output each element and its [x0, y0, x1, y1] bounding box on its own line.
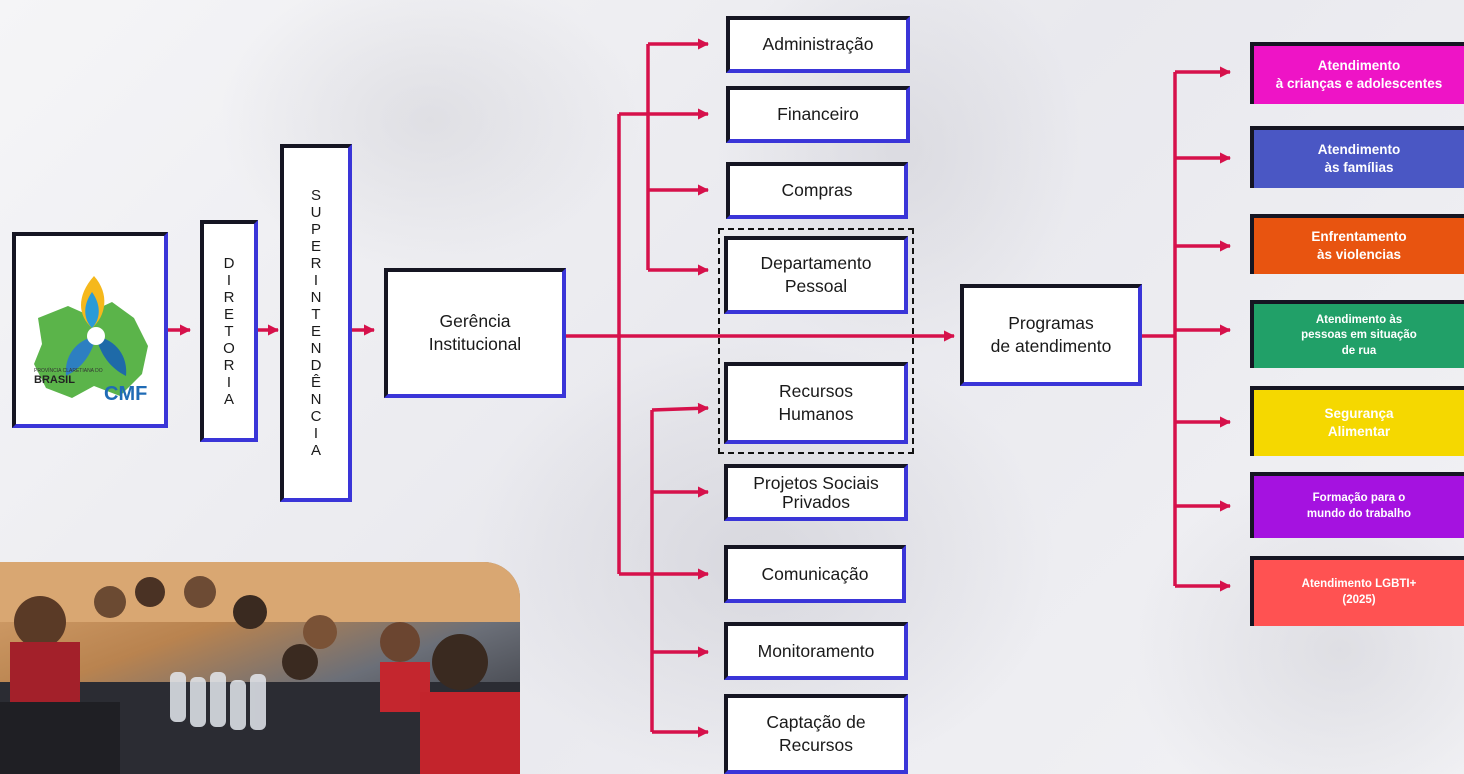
logo-province-text: PROVÍNCIA CLARETIANA DO	[34, 367, 103, 374]
superintendencia-label: SUPERINTENDÊNCIA	[307, 187, 325, 459]
dept-projetos-sociais: Projetos Sociais Privados	[724, 464, 908, 521]
dept-recursos-humanos: Recursos Humanos	[724, 362, 908, 444]
program-seguranca-line-1: Segurança	[1324, 405, 1394, 421]
dept-monitoramento-label: Monitoramento	[757, 640, 875, 661]
dept-recursos-humanos-line-2: Humanos	[778, 404, 854, 424]
program-lgbti-line-1: Atendimento LGBTI+	[1301, 578, 1417, 591]
dept-captacao-line-2: Recursos	[779, 735, 853, 755]
dept-comunicacao: Comunicação	[724, 545, 906, 603]
logo-cmf-text: CMF	[104, 383, 147, 405]
dept-financeiro: Financeiro	[726, 86, 910, 143]
program-criancas: Atendimento à crianças e adolescentes	[1250, 42, 1464, 104]
dept-departamento-pessoal: Departamento Pessoal	[724, 236, 908, 314]
program-seguranca-line-2: Alimentar	[1327, 424, 1391, 439]
program-lgbti-line-2: (2025)	[1342, 594, 1376, 606]
program-situacao-rua-line-3: de rua	[1341, 344, 1377, 357]
gerencia-line-1: Gerência	[439, 311, 511, 332]
dept-departamento-pessoal-line-2: Pessoal	[784, 276, 848, 296]
dashed-group-outline	[718, 228, 914, 454]
dept-comunicacao-label: Comunicação	[761, 563, 869, 584]
program-familias-line-1: Atendimento	[1317, 141, 1401, 157]
dept-financeiro-label: Financeiro	[777, 104, 859, 125]
program-trabalho-line-1: Formação para o	[1312, 492, 1406, 505]
children-photo	[0, 562, 520, 774]
dept-captacao-line-1: Captação de	[766, 712, 866, 733]
programas-line-2: de atendimento	[990, 336, 1112, 356]
programas-line-1: Programas	[1008, 313, 1094, 334]
program-situacao-rua-line-1: Atendimento às	[1315, 313, 1403, 326]
dept-administracao-label: Administração	[762, 34, 874, 55]
gerencia-line-2: Institucional	[428, 334, 522, 354]
program-criancas-line-2: à crianças e adolescentes	[1275, 76, 1443, 91]
dept-captacao: Captação de Recursos	[724, 694, 908, 774]
program-trabalho-line-2: mundo do trabalho	[1306, 508, 1412, 520]
program-violencias-line-2: às violencias	[1316, 247, 1402, 262]
program-familias-line-2: às famílias	[1324, 160, 1394, 175]
dept-projetos-sociais-line-2: Privados	[781, 491, 851, 512]
dept-departamento-pessoal-line-1: Departamento	[760, 253, 872, 274]
dept-administracao: Administração	[726, 16, 910, 73]
dept-compras: Compras	[726, 162, 908, 219]
diretoria-box: DIRETORIA	[200, 220, 258, 442]
logo-brasil-text: BRASIL	[34, 374, 75, 386]
cmf-logo: PROVÍNCIA CLARETIANA DO BRASIL CMF	[12, 232, 168, 428]
program-situacao-rua-line-2: pessoas em situação	[1301, 329, 1417, 342]
program-familias: Atendimento às famílias	[1250, 126, 1464, 188]
program-violencias: Enfrentamento às violencias	[1250, 214, 1464, 274]
program-situacao-rua: Atendimento às pessoas em situação de rua	[1250, 300, 1464, 368]
program-lgbti: Atendimento LGBTI+ (2025)	[1250, 556, 1464, 626]
dept-projetos-sociais-line-1: Projetos Sociais	[753, 473, 879, 494]
superintendencia-box: SUPERINTENDÊNCIA	[280, 144, 352, 502]
programas-box: Programas de atendimento	[960, 284, 1142, 386]
children-photo-illustration	[0, 562, 520, 774]
gerencia-box: Gerência Institucional	[384, 268, 566, 398]
program-criancas-line-1: Atendimento	[1317, 57, 1401, 73]
program-violencias-line-1: Enfrentamento	[1311, 228, 1407, 244]
dept-monitoramento: Monitoramento	[724, 622, 908, 680]
dept-recursos-humanos-line-1: Recursos	[779, 381, 853, 402]
diretoria-label: DIRETORIA	[220, 254, 238, 408]
cmf-emblem-icon: PROVÍNCIA CLARETIANA DO BRASIL CMF	[34, 276, 148, 405]
dept-compras-label: Compras	[781, 180, 853, 201]
program-trabalho: Formação para o mundo do trabalho	[1250, 472, 1464, 538]
